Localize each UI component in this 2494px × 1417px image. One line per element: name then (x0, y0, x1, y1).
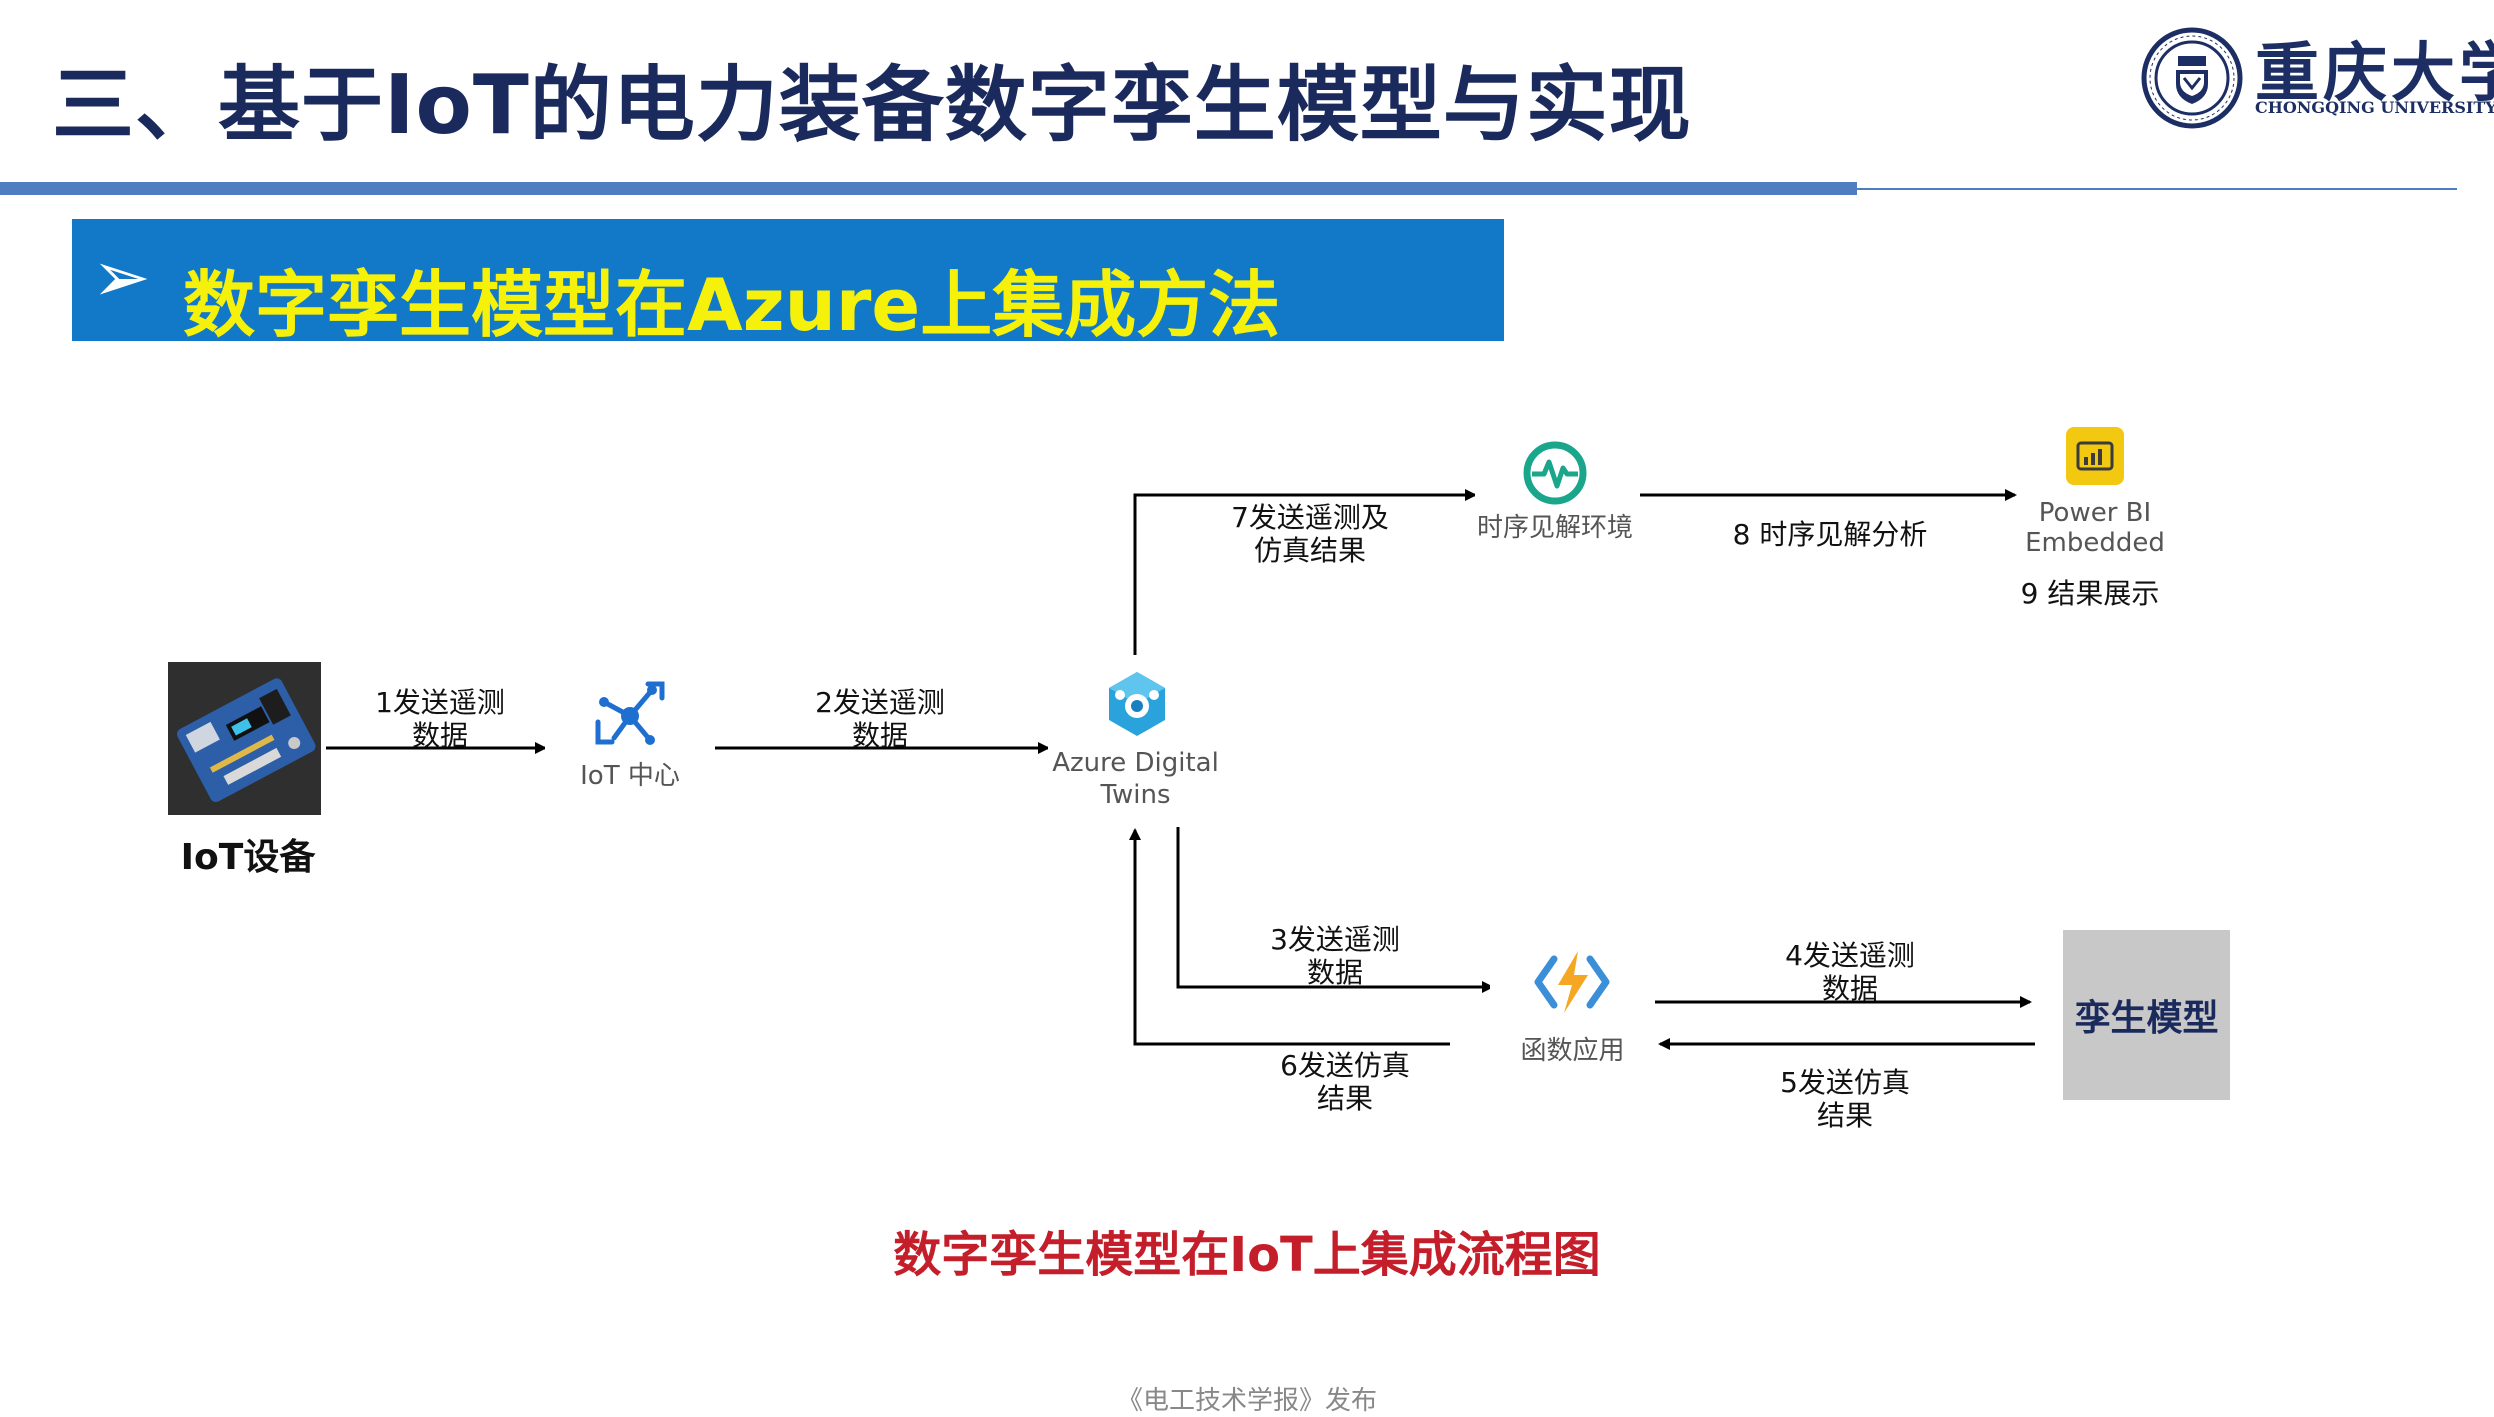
edge-5-label-line2: 结果 (1816, 1099, 1873, 1132)
iot-device-image (168, 662, 321, 815)
edge-7-label-line2: 仿真结果 (1253, 534, 1366, 567)
node-power-bi: Power BI Embedded (2020, 415, 2170, 565)
edge-2-label-line2: 数据 (851, 719, 908, 752)
edge-4-label-line1: 4发送遥测 (1785, 939, 1915, 972)
edge-3-label-line2: 数据 (1306, 956, 1363, 989)
node-tsi-label: 时序见解环境 (1476, 513, 1633, 543)
edge-8-label: 8 时序见解分析 (1732, 518, 1928, 551)
edge-7-label-line1: 7发送遥测及 (1231, 501, 1389, 534)
node-iot-hub: IoT 中心 (545, 660, 715, 820)
university-name-cn: 重庆大学 (2255, 36, 2494, 111)
iot-hub-icon (595, 681, 665, 745)
bullet-arrow-icon: ➢ (92, 236, 151, 318)
figure-caption: 数字孪生模型在IoT上集成流程图 (893, 1227, 1601, 1283)
edge-4-label-line2: 数据 (1821, 972, 1878, 1005)
node-twin-model-label: 孪生模型 (2074, 998, 2219, 1039)
edge-5-label-line1: 5发送仿真 (1780, 1066, 1910, 1099)
edge-1-label-line1: 1发送遥测 (375, 686, 505, 719)
section-banner (72, 219, 1504, 341)
node-iot-hub-label: IoT 中心 (580, 761, 680, 791)
section-heading: 数字孪生模型在Azure上集成方法 (183, 263, 1281, 347)
edge-6-label-line2: 结果 (1316, 1082, 1373, 1115)
edge-6-arrow (1129, 828, 1450, 1046)
node-twin-model: 孪生模型 (2063, 930, 2230, 1100)
azure-digital-twins-icon (1109, 672, 1165, 736)
publisher-footer: 《电工技术学报》发布 (1116, 1386, 1377, 1416)
power-bi-icon (2066, 427, 2124, 485)
university-logo (2140, 26, 2460, 130)
azure-functions-icon (1534, 951, 1610, 1013)
edge-6-label-line1: 6发送仿真 (1280, 1049, 1410, 1082)
edge-3-arrow (1176, 827, 1494, 993)
node-adt-label-line1: Azure Digital (1052, 748, 1219, 778)
node-powerbi-label-line2: Embedded (2025, 528, 2165, 558)
node-function-app-label: 函数应用 (1520, 1036, 1625, 1066)
header-divider-thin (1857, 188, 2457, 190)
node-iot-device-label: IoT设备 (180, 837, 316, 878)
edge-2-label-line1: 2发送遥测 (815, 686, 945, 719)
time-series-insights-icon (1523, 441, 1587, 505)
node-adt-label-line2: Twins (1100, 780, 1171, 810)
university-seal-icon (2141, 27, 2243, 129)
page-title: 三、基于IoT的电力装备数字孪生模型与实现 (52, 58, 1692, 153)
edge-1-label-line2: 数据 (411, 719, 468, 752)
node-powerbi-label-line1: Power BI (2038, 498, 2152, 528)
node-time-series-insights: 时序见解环境 (1475, 428, 1635, 558)
header-divider-thick (0, 182, 1857, 195)
edge-7-arrow (1133, 489, 1477, 655)
powerbi-result-label: 9 结果展示 (2020, 577, 2160, 610)
node-azure-digital-twins: Azure Digital Twins (1048, 655, 1223, 825)
circuit-board-icon (168, 662, 321, 815)
edge-3-label-line1: 3发送遥测 (1270, 923, 1400, 956)
university-name-en: CHONGQING UNIVERSITY (2255, 98, 2494, 117)
node-function-app: 函数应用 (1490, 935, 1655, 1085)
